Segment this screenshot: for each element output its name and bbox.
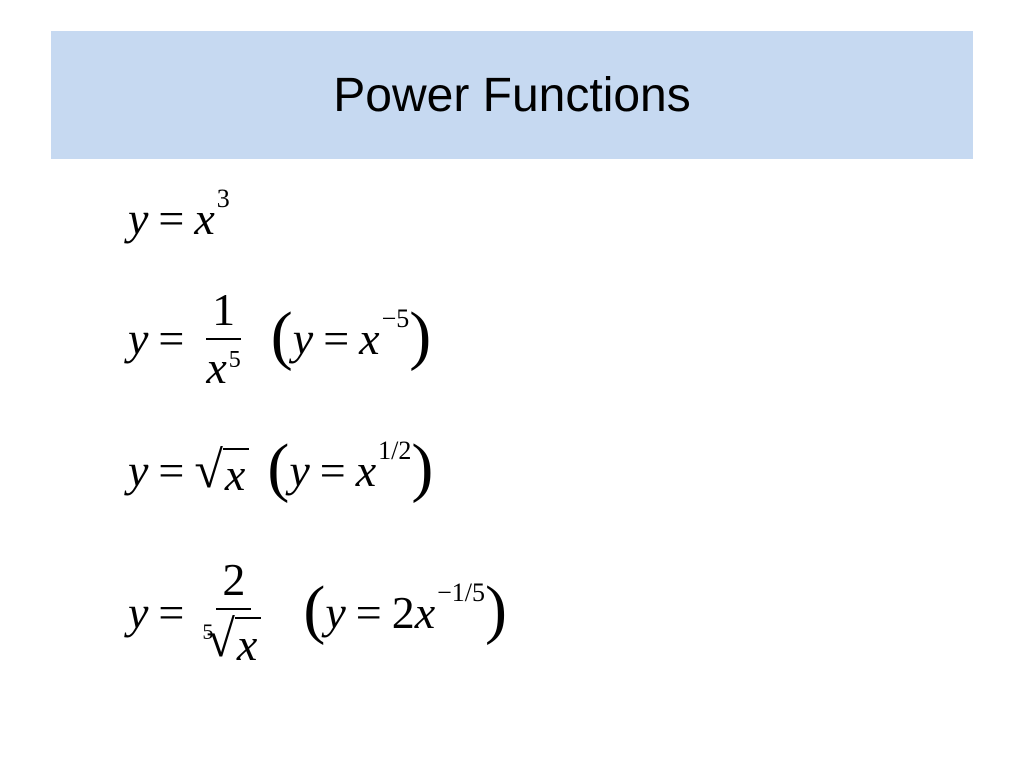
radical-sign-icon: √ [206,611,235,669]
eq4-alt-base: x [414,586,436,638]
eq4-fraction: 2 5 √ x [200,555,267,670]
eq1-lhs: y [128,193,149,244]
eq2-alt-base: x [359,313,380,365]
equation-1: y = x 3 [128,186,230,244]
eq3-open-paren: ( [267,431,290,504]
eq1-exponent: 3 [216,184,230,213]
eq4-equals: = [158,586,185,638]
eq3-radicand: x [222,447,250,498]
eq2-alt-exponent: −5 [381,304,410,334]
eq2-equals: = [158,313,185,365]
equation-3: y = √ x ( y = x 1/2 ) [128,431,434,504]
eq3-alt-exponent: 1/2 [378,436,412,465]
eq1-equals: = [158,193,185,244]
eq4-fifth-root: 5 √ x [202,611,262,669]
eq4-alt-exponent: −1/5 [437,577,486,607]
eq2-close-paren: ) [409,299,432,373]
radical-sign-icon: √ [194,441,223,499]
eq4-alt-lhs: y [325,586,346,638]
eq4-alt-coefficient: 2 [391,586,415,638]
eq3-square-root: √ x [194,441,250,499]
slide-title: Power Functions [333,68,691,122]
eq4-radicand: x [234,617,262,669]
eq4-root-index: 5 [202,619,214,645]
eq2-numerator: 1 [206,285,242,341]
eq4-denominator: 5 √ x [200,610,267,669]
eq3-equals: = [158,445,185,496]
eq3-lhs: y [128,445,149,496]
eq3-alt-lhs: y [289,445,310,496]
eq2-lhs: y [128,313,149,365]
eq2-denominator: x5 [200,340,246,392]
eq4-close-paren: ) [485,572,507,646]
eq3-alt-equals: = [319,445,346,496]
eq4-alt-equals: = [355,586,382,638]
eq2-fraction: 1 x5 [200,285,246,393]
eq2-alt-equals: = [323,313,350,365]
eq3-alt-base: x [355,445,377,496]
title-band: Power Functions [51,31,973,159]
equation-4: y = 2 5 √ x ( y = 2 x −1/5 ) [128,555,507,670]
eq4-open-paren: ( [303,572,326,646]
eq4-lhs: y [128,586,149,638]
eq1-base: x [194,193,215,244]
eq3-close-paren: ) [411,431,434,504]
eq2-den-exponent: 5 [228,347,241,374]
eq2-den-base: x [206,342,227,394]
eq2-alt-lhs: y [292,313,314,365]
eq2-open-paren: ( [270,299,293,373]
eq4-numerator: 2 [216,555,252,611]
equation-2: y = 1 x5 ( y = x −5 ) [128,285,432,393]
